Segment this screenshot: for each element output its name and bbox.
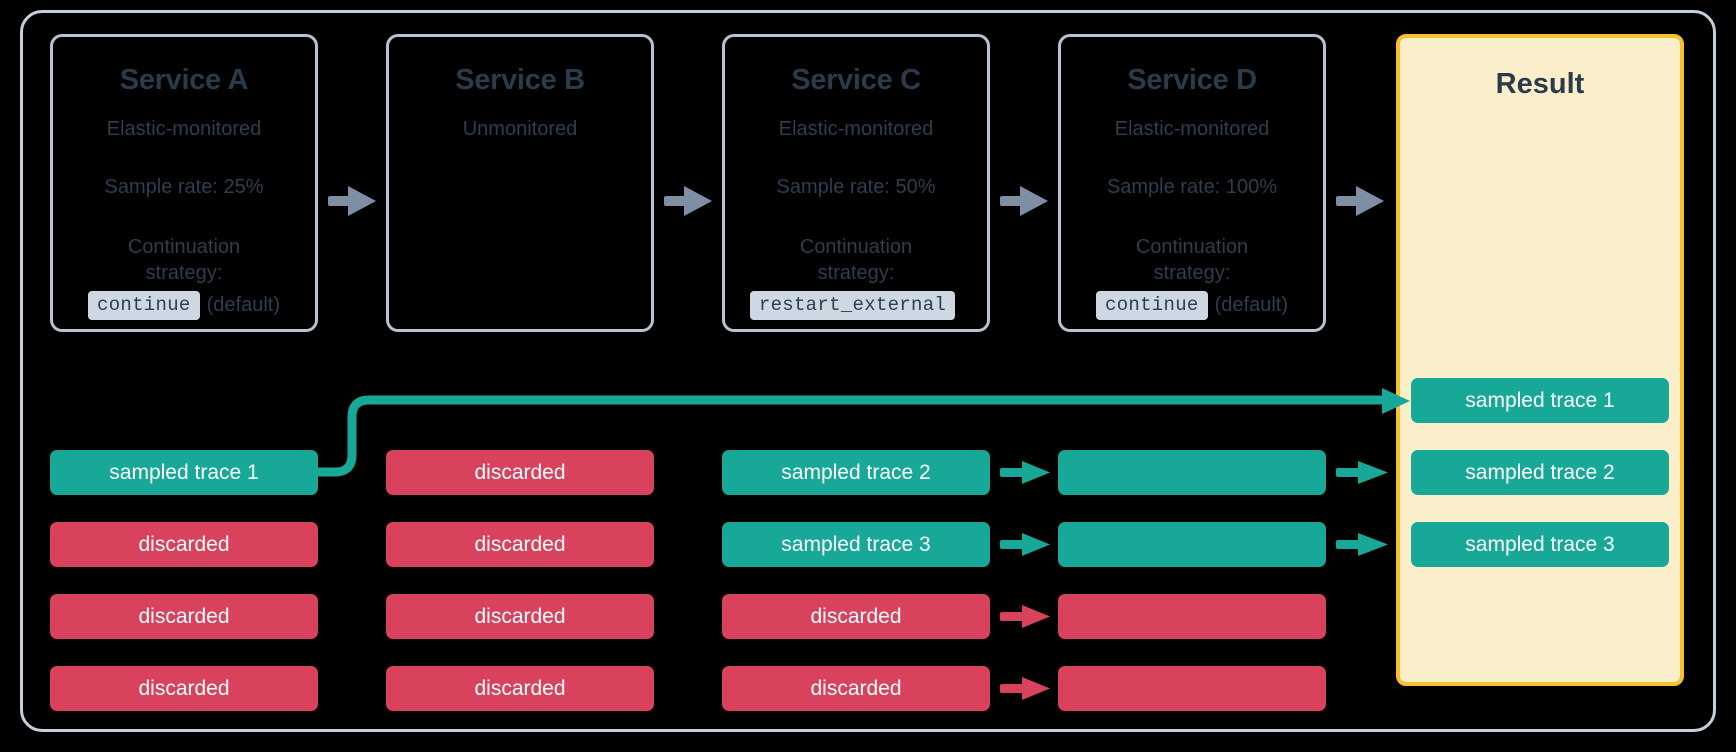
service-c-sample-rate: Sample rate: 50% <box>776 175 936 198</box>
trace-b-row-1: discarded <box>386 450 654 495</box>
trace-a-row-4: discarded <box>50 666 318 711</box>
result-trace-1: sampled trace 1 <box>1411 378 1669 423</box>
service-c-strategy-chip: restart_external <box>749 290 956 320</box>
service-d-sample-rate: Sample rate: 100% <box>1106 175 1278 198</box>
result-trace-2: sampled trace 2 <box>1411 450 1669 495</box>
service-a-strategy-row: continue (default) <box>53 290 315 320</box>
service-card-c: Service C Elastic-monitored Sample rate:… <box>722 34 990 332</box>
outer-frame <box>20 10 1716 732</box>
service-card-b: Service B Unmonitored <box>386 34 654 332</box>
trace-b-row-3: discarded <box>386 594 654 639</box>
trace-b-row-2: discarded <box>386 522 654 567</box>
service-a-strategy-note: (default) <box>206 293 280 316</box>
trace-d-row-2 <box>1058 522 1326 567</box>
trace-a-row-2: discarded <box>50 522 318 567</box>
trace-c-row-2: sampled trace 3 <box>722 522 990 567</box>
service-a-title: Service A <box>119 64 249 96</box>
service-d-monitoring: Elastic-monitored <box>1114 117 1270 140</box>
service-b-monitoring: Unmonitored <box>462 117 578 140</box>
service-d-title: Service D <box>1127 64 1257 96</box>
service-c-title: Service C <box>791 64 921 96</box>
trace-a-row-1: sampled trace 1 <box>50 450 318 495</box>
trace-d-row-1 <box>1058 450 1326 495</box>
trace-c-row-3: discarded <box>722 594 990 639</box>
trace-d-row-4 <box>1058 666 1326 711</box>
service-a-strategy-chip: continue <box>88 290 200 320</box>
service-d-strategy-row: continue (default) <box>1061 290 1323 320</box>
trace-b-row-4: discarded <box>386 666 654 711</box>
trace-c-row-1: sampled trace 2 <box>722 450 990 495</box>
service-a-sample-rate: Sample rate: 25% <box>104 175 264 198</box>
trace-d-row-3 <box>1058 594 1326 639</box>
result-trace-3: sampled trace 3 <box>1411 522 1669 567</box>
service-a-monitoring: Elastic-monitored <box>106 117 262 140</box>
service-card-d: Service D Elastic-monitored Sample rate:… <box>1058 34 1326 332</box>
service-c-monitoring: Elastic-monitored <box>778 117 934 140</box>
trace-a-row-3: discarded <box>50 594 318 639</box>
result-panel: Result <box>1396 34 1684 686</box>
service-d-strategy-chip: continue <box>1096 290 1208 320</box>
result-title: Result <box>1495 68 1585 100</box>
service-b-title: Service B <box>455 64 585 96</box>
service-card-a: Service A Elastic-monitored Sample rate:… <box>50 34 318 332</box>
trace-c-row-4: discarded <box>722 666 990 711</box>
service-c-strategy-row: restart_external <box>725 290 987 320</box>
service-d-strategy-note: (default) <box>1214 293 1288 316</box>
